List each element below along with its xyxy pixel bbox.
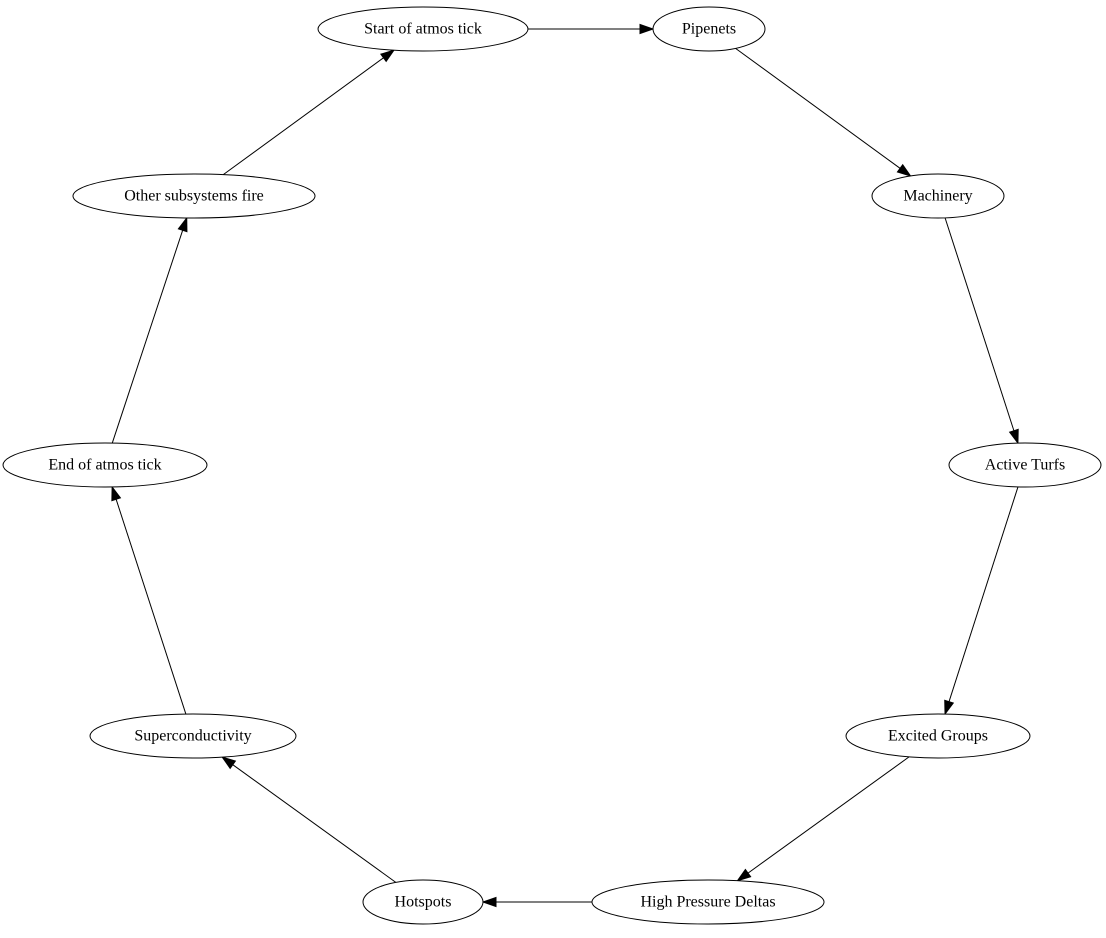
node-ellipse	[89, 713, 297, 759]
arrowhead-icon	[380, 49, 396, 63]
edge-line	[115, 499, 187, 715]
node-hotspots: Hotspots	[362, 879, 484, 925]
arrowhead-icon	[1008, 428, 1019, 445]
arrowhead-icon	[944, 699, 955, 716]
node-excited-groups: Excited Groups	[845, 713, 1031, 759]
node-ellipse	[2, 442, 208, 488]
edge-machinery-to-active-turfs	[944, 217, 1019, 445]
node-other-subsystems-fire: Other subsystems fire	[72, 173, 316, 219]
arrowhead-icon	[896, 163, 912, 177]
edge-line	[735, 47, 901, 169]
node-machinery: Machinery	[871, 173, 1005, 219]
edge-line	[944, 217, 1015, 431]
node-label: Excited Groups	[888, 728, 988, 745]
node-start-of-atmos-tick: Start of atmos tick	[317, 6, 529, 52]
node-ellipse	[591, 879, 825, 925]
node-ellipse	[845, 713, 1031, 759]
arrowhead-icon	[736, 868, 752, 882]
node-high-pressure-deltas: High Pressure Deltas	[591, 879, 825, 925]
node-ellipse	[362, 879, 484, 925]
node-label: Pipenets	[682, 21, 736, 38]
edge-line	[222, 57, 384, 176]
arrowhead-icon	[111, 485, 122, 502]
node-label: High Pressure Deltas	[640, 894, 775, 911]
edge-pipenets-to-machinery	[735, 47, 912, 177]
edge-line	[232, 764, 397, 883]
node-label: Other subsystems fire	[124, 188, 264, 205]
edge-high-pressure-deltas-to-hotspots	[481, 896, 592, 908]
edge-hotspots-to-superconductivity	[220, 756, 397, 883]
node-label: Hotspots	[395, 894, 452, 911]
node-label: Superconductivity	[134, 728, 251, 745]
node-label: Start of atmos tick	[364, 21, 482, 38]
edge-other-subsystems-fire-to-start-of-atmos-tick	[222, 49, 396, 176]
edge-line	[747, 756, 910, 874]
node-ellipse	[652, 6, 766, 52]
edge-superconductivity-to-end-of-atmos-tick	[111, 485, 187, 715]
node-superconductivity: Superconductivity	[89, 713, 297, 759]
node-ellipse	[871, 173, 1005, 219]
nodes-layer: Start of atmos tick PipenetsMachineryActi…	[2, 6, 1102, 925]
arrowhead-icon	[639, 23, 655, 35]
node-end-of-atmos-tick: End of atmos tick	[2, 442, 208, 488]
node-label: Active Turfs	[985, 457, 1065, 474]
node-label: End of atmos tick	[48, 457, 161, 474]
node-pipenets: Pipenets	[652, 6, 766, 52]
arrowhead-icon	[177, 216, 188, 233]
arrowhead-icon	[481, 896, 497, 908]
edge-line	[948, 486, 1019, 702]
edge-excited-groups-to-high-pressure-deltas	[736, 756, 910, 882]
edge-start-of-atmos-tick-to-pipenets	[528, 23, 655, 35]
node-active-turfs: Active Turfs	[948, 442, 1102, 488]
arrowhead-icon	[220, 756, 237, 770]
node-ellipse	[317, 6, 529, 52]
edge-active-turfs-to-excited-groups	[944, 486, 1019, 716]
edges-layer	[111, 23, 1019, 908]
node-ellipse	[948, 442, 1102, 488]
node-ellipse	[72, 173, 316, 219]
node-label: Machinery	[903, 188, 972, 205]
edge-end-of-atmos-tick-to-other-subsystems-fire	[111, 216, 188, 444]
edge-line	[111, 230, 184, 444]
